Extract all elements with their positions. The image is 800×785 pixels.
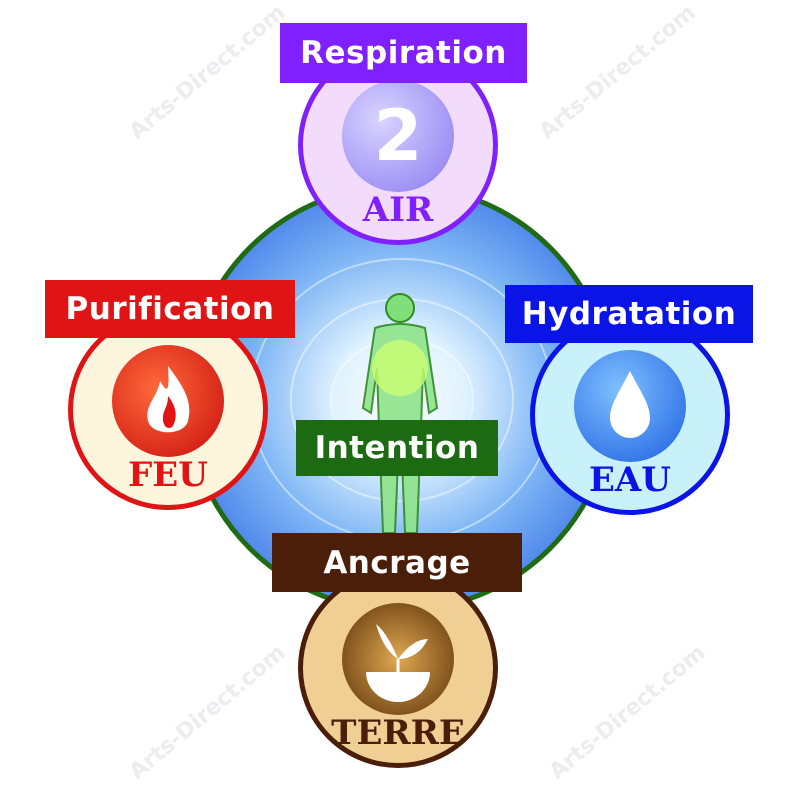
water-drop-icon [574, 349, 686, 462]
plant-globe-icon [342, 602, 454, 715]
label-hydratation: Hydratation [505, 285, 753, 343]
label-respiration: Respiration [280, 23, 527, 83]
element-name: TERRE [331, 713, 465, 753]
watermark: Arts-Direct.com [544, 640, 711, 785]
element-name: FEU [128, 455, 208, 495]
element-terre: TERRE [298, 568, 498, 768]
label-purification: Purification [45, 280, 295, 338]
watermark: Arts-Direct.com [534, 0, 701, 145]
element-name: AIR [362, 190, 434, 230]
watermark: Arts-Direct.com [124, 0, 291, 145]
element-eau: EAU [530, 315, 730, 515]
air-swirl-icon: 2 [342, 79, 454, 192]
label-intention: Intention [296, 420, 498, 476]
element-feu: FEU [68, 310, 268, 510]
label-ancrage: Ancrage [272, 533, 522, 592]
human-figure-icon [361, 293, 439, 534]
element-name: EAU [589, 460, 671, 500]
watermark: Arts-Direct.com [124, 640, 291, 785]
flame-icon [112, 344, 224, 457]
